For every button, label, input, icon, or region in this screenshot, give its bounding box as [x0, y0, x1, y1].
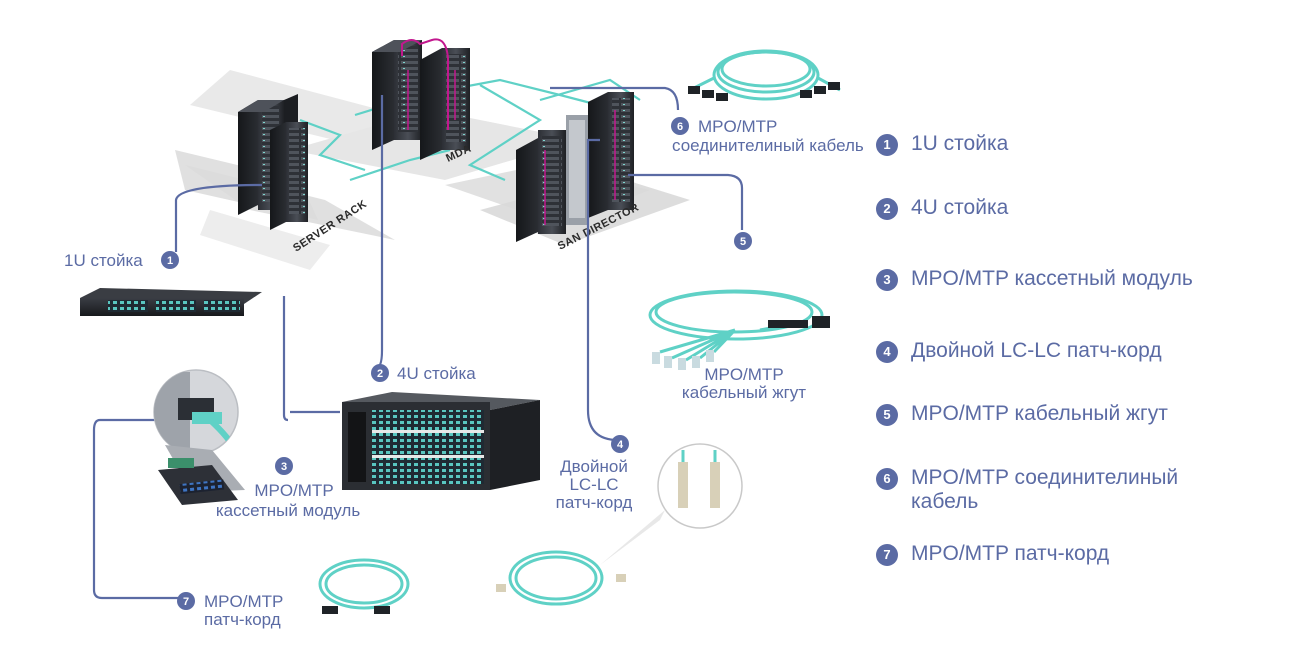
legend-item-4: 4 Двойной LC-LC патч-корд — [876, 339, 1241, 363]
svg-text:2: 2 — [377, 368, 383, 380]
legend-badge: 5 — [876, 404, 898, 426]
legend-item-1: 1 1U стойка — [876, 132, 1241, 156]
legend-label: MPO/MTP соединителиный кабель — [911, 466, 1179, 513]
san-director-cabinets — [516, 92, 634, 242]
1u-rack-device — [80, 288, 262, 316]
legend-badge: 2 — [876, 198, 898, 220]
callout-label-4-line-2: LC-LC — [569, 475, 618, 494]
callout-label-3-line-2: кассетный модуль — [216, 501, 361, 520]
callout-badge-7: 7 — [177, 592, 195, 610]
callout-label-7-line-1: MPO/MTP — [204, 592, 283, 611]
callout-label-5-line-1: MPO/MTP — [704, 365, 783, 384]
lc-duplex-cable-image — [496, 443, 743, 606]
callout-badge-5: 5 — [734, 232, 752, 250]
callout-badge-4: 4 — [611, 435, 629, 453]
legend-badge: 1 — [876, 134, 898, 156]
legend-item-5: 5 MPO/MTP кабельный жгут — [876, 402, 1241, 426]
legend-badge: 7 — [876, 544, 898, 566]
legend-badge: 4 — [876, 341, 898, 363]
svg-text:3: 3 — [281, 461, 287, 473]
legend-badge: 3 — [876, 269, 898, 291]
cassette-module-inset — [153, 369, 245, 505]
mpo-trunk-cable-image — [688, 49, 841, 101]
legend-label: MPO/MTP кабельный жгут — [911, 402, 1168, 425]
legend-item-2: 2 4U стойка — [876, 196, 1241, 220]
svg-text:7: 7 — [183, 596, 189, 608]
legend-label: Двойной LC-LC патч-корд — [911, 339, 1162, 362]
legend-label: MPO/MTP кассетный модуль — [911, 267, 1193, 290]
callout-label-7-line-2: патч-корд — [204, 610, 281, 629]
callout-label-4-line-3: патч-корд — [556, 493, 633, 512]
callout-badge-3: 3 — [275, 457, 293, 475]
mpo-patch-cord-image — [318, 558, 410, 614]
callout-badge-1: 1 — [161, 251, 179, 269]
legend-label: MPO/MTP патч-корд — [911, 542, 1110, 565]
legend-item-7: 7 MPO/MTP патч-корд — [876, 542, 1241, 566]
legend-label: 1U стойка — [911, 132, 1009, 155]
callout-label-4-line-1: Двойной — [560, 457, 628, 476]
svg-text:5: 5 — [740, 236, 746, 248]
callout-label-6-line-1: MPO/MTP — [698, 117, 777, 136]
4u-chassis-device — [342, 392, 540, 490]
callout-label-5-line-2: кабельный жгут — [682, 383, 806, 402]
callout-label-3-line-1: MPO/MTP — [254, 481, 333, 500]
mpo-harness-cable-image — [648, 289, 830, 370]
legend-item-6: 6 MPO/MTP соединителиный кабель — [876, 466, 1241, 514]
server-rack-cabinets — [238, 94, 308, 230]
svg-text:6: 6 — [677, 121, 683, 133]
mda-cabinets — [372, 38, 470, 160]
legend-label: 4U стойка — [911, 196, 1009, 219]
legend-item-3: 3 MPO/MTP кассетный модуль — [876, 267, 1241, 291]
callout-badge-2: 2 — [371, 364, 389, 382]
callout-label-1-line-1: 1U стойка — [64, 251, 143, 270]
svg-text:4: 4 — [617, 439, 624, 451]
legend-badge: 6 — [876, 468, 898, 490]
callout-label-2-line-1: 4U стойка — [397, 364, 476, 383]
callout-badge-6: 6 — [671, 117, 689, 135]
callout-label-6-line-2: соединителиный кабель — [672, 136, 864, 155]
svg-text:1: 1 — [167, 255, 173, 267]
